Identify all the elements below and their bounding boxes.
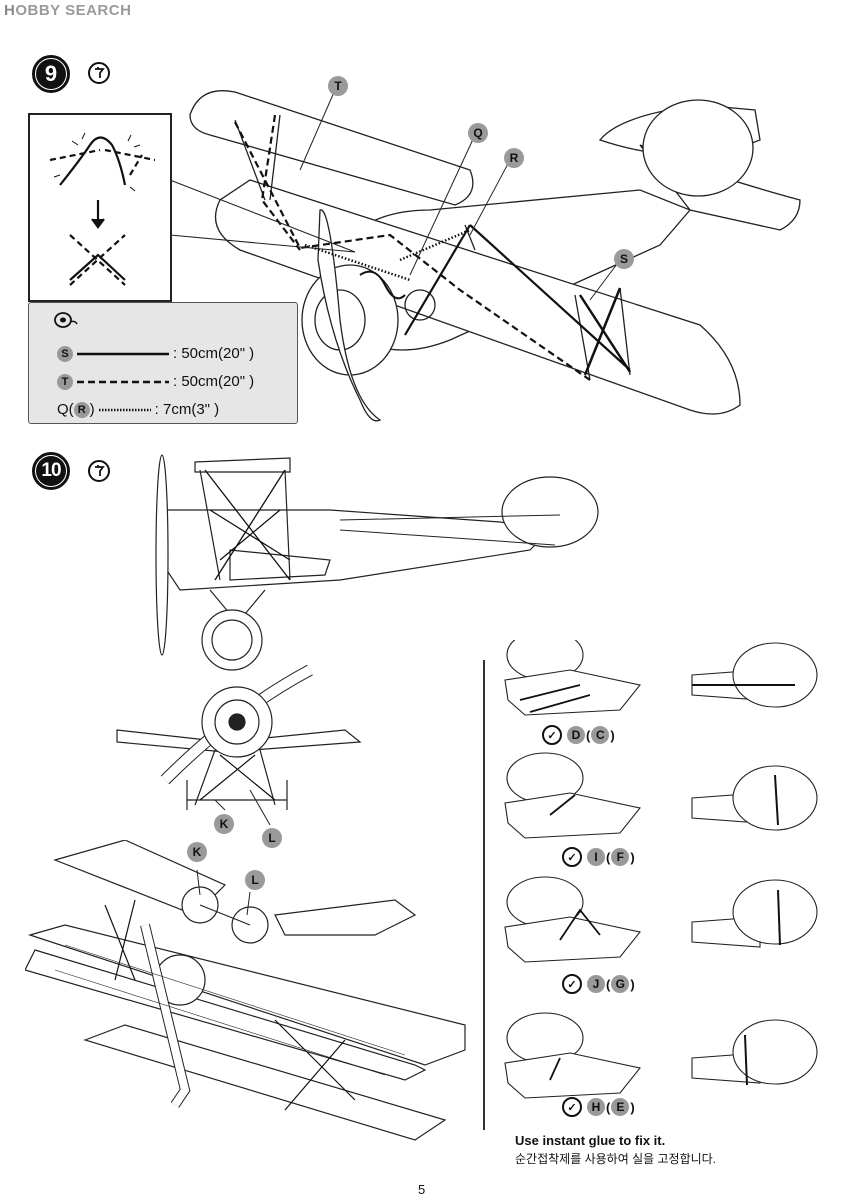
watermark: HOBBY SEARCH bbox=[4, 2, 132, 19]
rudder-ref-H-E: ✓ H(E) bbox=[562, 1097, 635, 1117]
glue-tube-icon bbox=[95, 67, 105, 78]
instant-glue-icon: ✓ bbox=[562, 974, 582, 994]
callout-L-front: L bbox=[262, 828, 282, 848]
knot-detail-inset bbox=[28, 113, 172, 302]
section-divider bbox=[483, 660, 485, 1130]
dashed-line-swatch bbox=[77, 380, 169, 383]
instant-glue-icon: ✓ bbox=[562, 1097, 582, 1117]
callout-T: T bbox=[328, 76, 348, 96]
instant-glue-note-en: Use instant glue to fix it. bbox=[515, 1133, 666, 1148]
front-view-diagram bbox=[116, 664, 362, 825]
rudder-ref-I-F: ✓ I(F) bbox=[562, 847, 635, 867]
thread-legend: S : 50cm(20" ) T : 50cm(20" ) Q ( R ) : … bbox=[28, 302, 298, 424]
callout-Q: Q bbox=[468, 123, 488, 143]
thread-spool-icon bbox=[54, 312, 78, 328]
callout-K-front: K bbox=[214, 814, 234, 834]
rudder-ref-D-C: ✓ D(C) bbox=[542, 725, 615, 745]
instant-glue-icon: ✓ bbox=[542, 725, 562, 745]
step-9-number: 9 bbox=[32, 55, 70, 93]
rudder-rigging-details bbox=[504, 640, 818, 1099]
callout-S: S bbox=[614, 249, 634, 269]
instant-glue-icon: ✓ bbox=[562, 847, 582, 867]
rudder-ref-J-G: ✓ J(G) bbox=[562, 974, 635, 994]
step-10-number: 10 bbox=[32, 452, 70, 490]
glue-tube-icon bbox=[95, 465, 105, 476]
solid-line-swatch bbox=[77, 352, 169, 355]
step-9-rigging-diagram bbox=[169, 89, 801, 422]
callout-K-perspective: K bbox=[187, 842, 207, 862]
instant-glue-note-ko: 순간접착제를 사용하여 실을 고정합니다. bbox=[515, 1152, 717, 1166]
legend-row-S: S : 50cm(20" ) bbox=[57, 345, 254, 362]
page-number: 5 bbox=[418, 1182, 426, 1197]
knot-tying-diagram bbox=[49, 132, 156, 286]
legend-row-QR: Q ( R ) : 7cm(3" ) bbox=[57, 401, 220, 418]
callout-L-perspective: L bbox=[245, 870, 265, 890]
cement-glue-icon bbox=[88, 460, 110, 482]
legend-row-T: T : 50cm(20" ) bbox=[57, 373, 254, 390]
cement-glue-icon bbox=[88, 62, 110, 84]
callout-R: R bbox=[504, 148, 524, 168]
perspective-view-diagram bbox=[25, 840, 466, 1141]
dotted-line-swatch bbox=[98, 408, 151, 411]
side-view-diagram bbox=[155, 454, 599, 671]
